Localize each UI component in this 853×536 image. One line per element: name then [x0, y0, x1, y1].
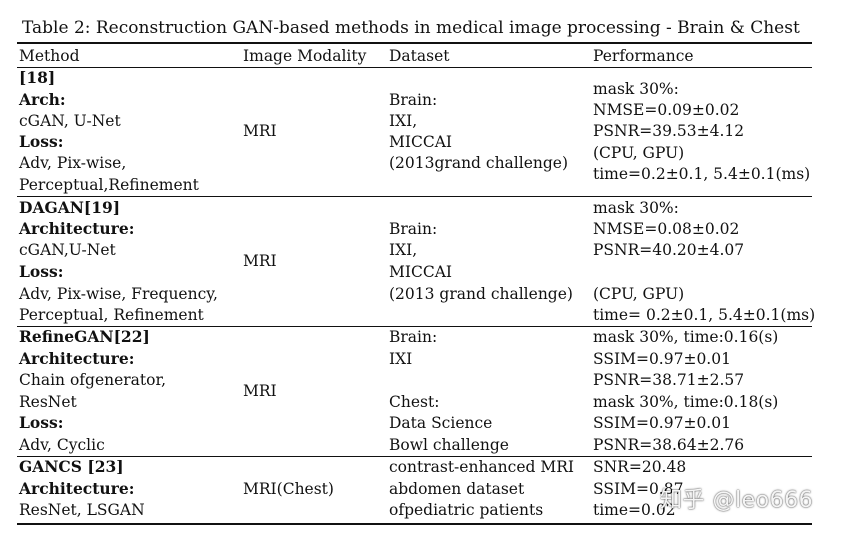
header-dataset: Dataset — [389, 47, 450, 65]
bottom-rule — [17, 523, 812, 525]
row2-dataset-1: Brain: — [389, 220, 438, 238]
row1-perf-3: PSNR=39.53±4.12 — [593, 122, 745, 140]
row4-method-ref: GANCS [23] — [19, 457, 124, 476]
row3-perf-6: PSNR=38.64±2.76 — [593, 436, 745, 454]
row2-modality: MRI — [243, 252, 277, 270]
row4-method-arch: ResNet, LSGAN — [19, 501, 145, 519]
row1-dataset-1: Brain: — [389, 91, 438, 109]
row4-modality: MRI(Chest) — [243, 480, 334, 498]
row1-perf-1: mask 30%: — [593, 80, 679, 98]
row2-method-loss-label: Loss: — [19, 262, 64, 281]
header-performance: Performance — [593, 47, 694, 65]
top-rule — [17, 42, 812, 44]
row3-modality: MRI — [243, 382, 277, 400]
header-method: Method — [19, 47, 80, 65]
row3-perf-1: mask 30%, time:0.16(s) — [593, 328, 779, 346]
row4-perf-3: time=0.02 — [593, 501, 676, 519]
row4-method-arch-label: Architecture: — [19, 479, 135, 498]
row4-perf-2: SSIM=0.87 — [593, 480, 684, 498]
row3-method-arch-1: Chain ofgenerator, — [19, 371, 167, 389]
row3-perf-2: SSIM=0.97±0.01 — [593, 350, 731, 368]
row3-perf-4: mask 30%, time:0.18(s) — [593, 393, 779, 411]
row4-dataset-1: contrast-enhanced MRI — [389, 458, 575, 476]
row1-method-loss-1: Adv, Pix-wise, — [19, 154, 127, 172]
row3-method-ref: RefineGAN[22] — [19, 327, 150, 346]
row2-dataset-4: (2013 grand challenge) — [389, 285, 573, 303]
row2-method-loss-2: Perceptual, Refinement — [19, 306, 204, 324]
row3-perf-5: SSIM=0.97±0.01 — [593, 414, 731, 432]
row3-dataset-5: Bowl challenge — [389, 436, 509, 454]
row4-perf-1: SNR=20.48 — [593, 458, 687, 476]
row2-perf-3: PSNR=40.20±4.07 — [593, 241, 745, 259]
row1-perf-2: NMSE=0.09±0.02 — [593, 101, 740, 119]
row1-rule — [17, 196, 812, 197]
row1-dataset-3: MICCAI — [389, 133, 453, 151]
watermark: 知乎 @leo666 — [660, 488, 814, 513]
row1-perf-4: (CPU, GPU) — [593, 144, 685, 162]
row1-method-ref: [18] — [19, 68, 56, 87]
row1-perf-5: time=0.2±0.1, 5.4±0.1(ms) — [593, 165, 811, 183]
row4-dataset-2: abdomen dataset — [389, 480, 525, 498]
header-rule — [17, 67, 812, 68]
row1-method-arch: cGAN, U-Net — [19, 112, 121, 130]
row3-dataset-3: Chest: — [389, 393, 440, 411]
row3-method-loss-1: Adv, Cyclic — [19, 436, 105, 454]
row3-method-loss-label: Loss: — [19, 413, 64, 432]
row2-perf-5: time= 0.2±0.1, 5.4±0.1(ms) — [593, 306, 816, 324]
row1-dataset-2: IXI, — [389, 112, 418, 130]
row2-rule — [17, 326, 812, 327]
row2-method-arch: cGAN,U-Net — [19, 241, 116, 259]
header-modality: Image Modality — [243, 47, 367, 65]
row3-dataset-1: Brain: — [389, 328, 438, 346]
row2-dataset-3: MICCAI — [389, 263, 453, 281]
row1-dataset-4: (2013grand challenge) — [389, 154, 569, 172]
row3-dataset-2: IXI — [389, 350, 413, 368]
row1-method-arch-label: Arch: — [19, 90, 66, 109]
row1-method-loss-label: Loss: — [19, 132, 64, 151]
row2-method-arch-label: Architecture: — [19, 219, 135, 238]
row3-perf-3: PSNR=38.71±2.57 — [593, 371, 745, 389]
table-caption: Table 2: Reconstruction GAN-based method… — [22, 18, 800, 38]
row3-dataset-4: Data Science — [389, 414, 493, 432]
row1-modality: MRI — [243, 122, 277, 140]
row3-rule — [17, 456, 812, 457]
row2-perf-4: (CPU, GPU) — [593, 285, 685, 303]
row3-method-arch-label: Architecture: — [19, 349, 135, 368]
row1-method-loss-2: Perceptual,Refinement — [19, 176, 199, 194]
row4-dataset-3: ofpediatric patients — [389, 501, 544, 519]
row2-method-ref: DAGAN[19] — [19, 198, 121, 217]
row2-perf-1: mask 30%: — [593, 199, 679, 217]
row2-method-loss-1: Adv, Pix-wise, Frequency, — [19, 285, 218, 303]
row2-dataset-2: IXI, — [389, 241, 418, 259]
row3-method-arch-2: ResNet — [19, 393, 77, 411]
row2-perf-2: NMSE=0.08±0.02 — [593, 220, 740, 238]
